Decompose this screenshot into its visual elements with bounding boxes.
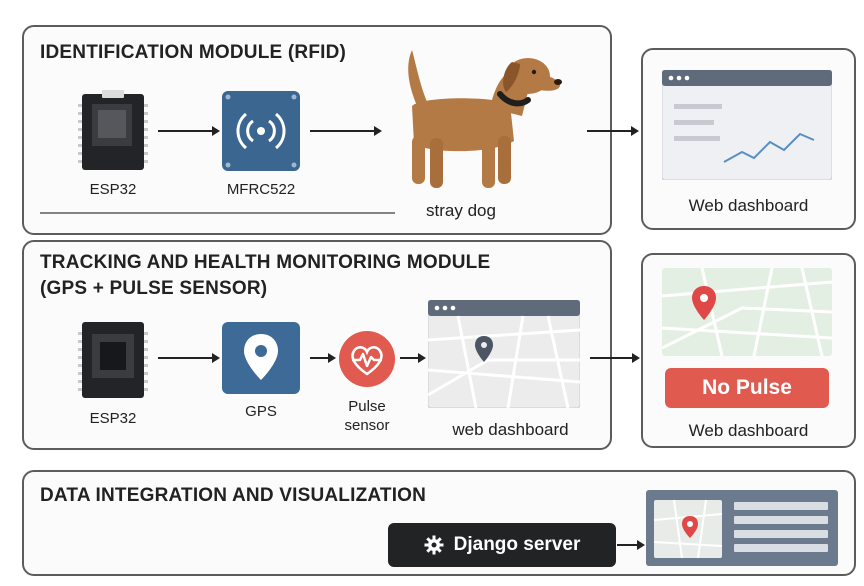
map-dashboard-icon (428, 300, 580, 408)
gps-pin-icon (222, 322, 300, 394)
arrow-esp32-to-gps (158, 353, 220, 363)
rfid-web-dashboard-label: Web dashboard (688, 196, 809, 215)
esp32-chip-icon (78, 90, 148, 174)
gps-label: GPS (245, 403, 277, 420)
dog-icon (382, 46, 572, 196)
tracking-module-title-line2: (GPS + PULSE SENSOR) (40, 278, 268, 299)
mfrc522-label: MFRC522 (226, 181, 296, 198)
stray-dog-label: stray dog (426, 201, 496, 220)
arrow-pulse-to-dashboard (400, 353, 426, 363)
django-server-label: Django server (453, 534, 581, 555)
arrow-reader-to-dog (310, 126, 382, 136)
rfid-module-title: IDENTIFICATION MODULE (RFID) (40, 42, 347, 63)
django-server-button[interactable]: Django server (388, 523, 616, 567)
esp32-label: ESP32 (89, 410, 137, 427)
arrow-to-health-dashboard (590, 353, 640, 363)
pulse-sensor-label-line2: sensor (344, 417, 390, 434)
tracking-module-title-line1: TRACKING AND HEALTH MONITORING MODULE (40, 252, 491, 273)
inner-web-dashboard-label: web dashboard (452, 420, 569, 439)
divider-line (40, 212, 395, 214)
health-web-dashboard-label: Web dashboard (688, 421, 809, 440)
gear-icon (424, 535, 444, 555)
esp32-label: ESP32 (89, 181, 137, 198)
map-dashboard-icon (662, 268, 832, 356)
heart-pulse-icon (338, 330, 396, 388)
arrow-dog-to-dashboard (587, 126, 639, 136)
rfid-reader-icon (222, 91, 300, 171)
data-module-title: DATA INTEGRATION AND VISUALIZATION (40, 485, 427, 506)
pulse-sensor-label-line1: Pulse (348, 398, 386, 415)
arrow-server-to-dashboard (617, 540, 645, 550)
dashboard-chart-icon (662, 70, 832, 180)
esp32-chip-icon (78, 318, 148, 402)
arrow-esp32-to-reader (158, 126, 220, 136)
no-pulse-badge: No Pulse (665, 368, 829, 408)
map-dashboard-icon (646, 490, 838, 566)
arrow-gps-to-pulse (310, 353, 336, 363)
